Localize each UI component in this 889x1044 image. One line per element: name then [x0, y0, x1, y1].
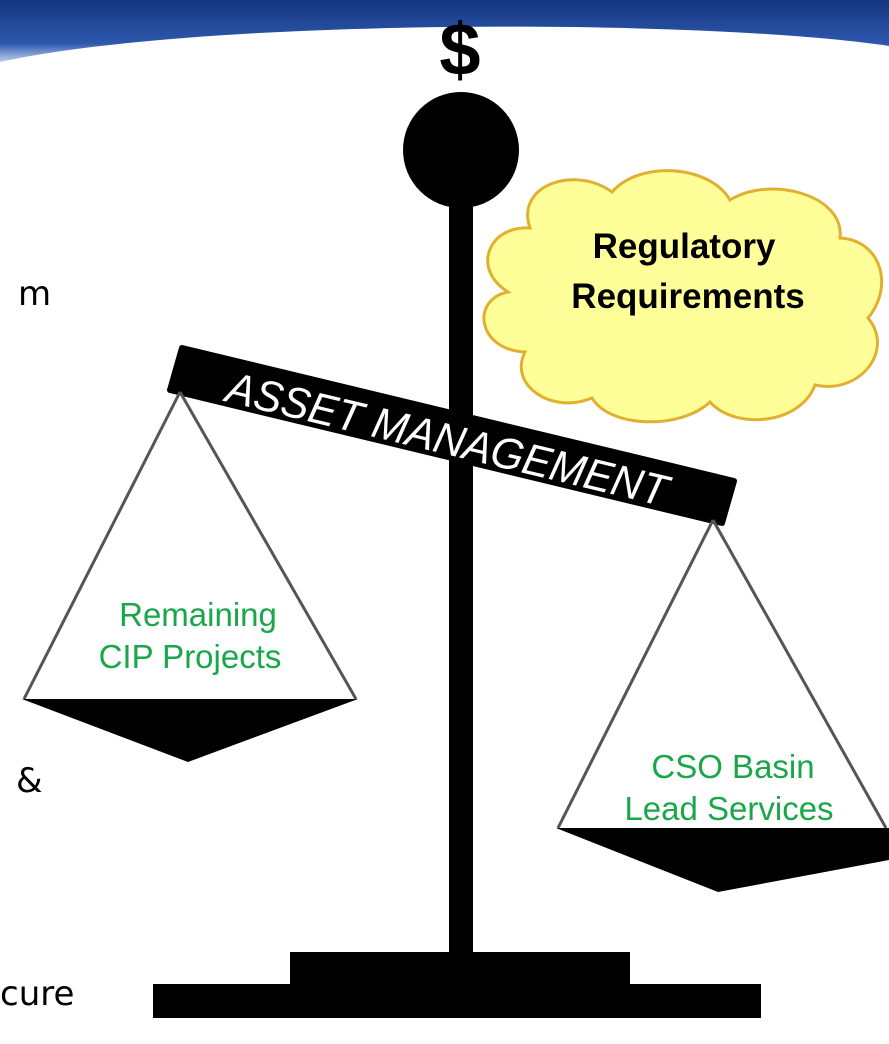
cut-text-line1: m [18, 274, 51, 314]
cloud-label-line1: Regulatory [593, 227, 776, 266]
cut-text-line2: & [16, 761, 43, 801]
left-pan-label-line1: Remaining [119, 596, 277, 633]
right-pan-label-line2: Lead Services [624, 790, 833, 827]
dollar-sign: $ [439, 8, 480, 91]
scale-knob [403, 92, 519, 208]
header-arc [0, 0, 889, 62]
left-pan-strings [22, 391, 358, 700]
right-pan [556, 828, 889, 892]
scale-base-upper [290, 952, 630, 986]
scale-base-lower [153, 984, 761, 1018]
regulatory-cloud [482, 169, 884, 424]
right-pan-label-line1: CSO Basin [651, 748, 814, 785]
scale-post [449, 190, 473, 954]
left-pan [22, 699, 358, 762]
cloud-label-line2: Requirements [571, 277, 804, 316]
right-pan-strings [556, 519, 888, 829]
left-pan-label-line2: CIP Projects [99, 638, 282, 675]
cut-text-line3: cure [0, 974, 74, 1014]
scale-beam [167, 345, 737, 526]
